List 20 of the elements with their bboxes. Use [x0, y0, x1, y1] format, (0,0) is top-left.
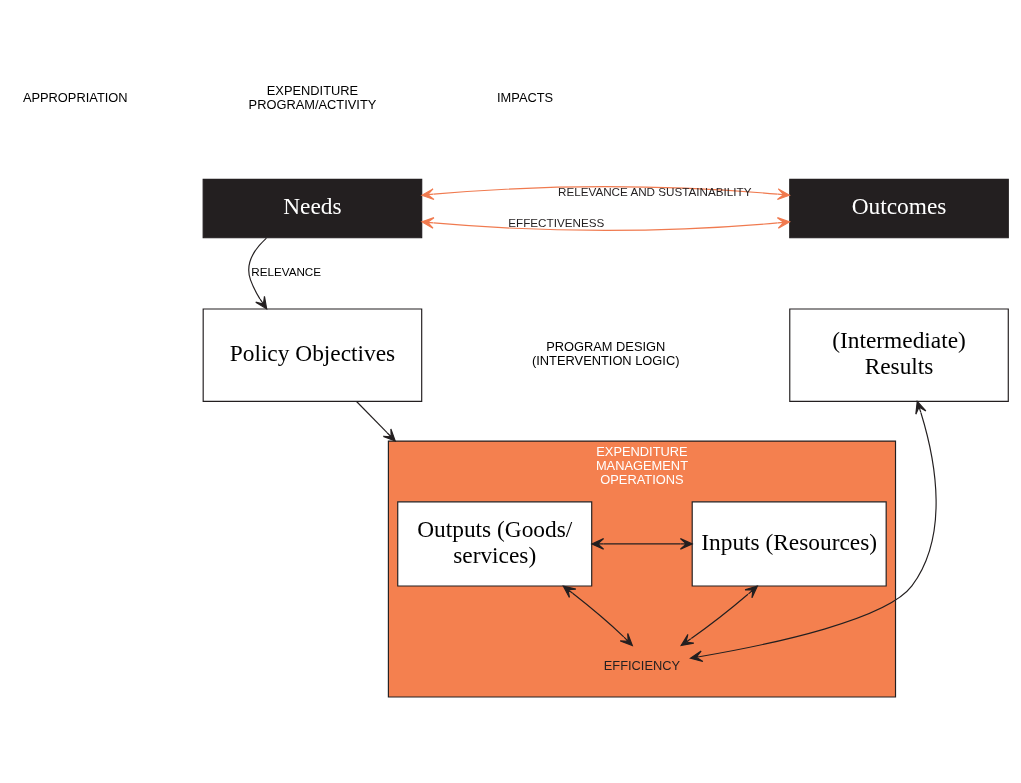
- node-box: Needs: [202, 178, 423, 238]
- label: APPROPRIATION: [22, 89, 128, 105]
- label: PROGRAM DESIGN (INTERVENTION LOGIC): [531, 338, 680, 368]
- arrow: [248, 236, 268, 309]
- node-box: Outcomes: [789, 178, 1009, 238]
- label: EXPENDITURE PROGRAM/ACTIVITY: [248, 82, 377, 112]
- node-text: EFFICIENCY: [603, 657, 681, 673]
- arrow: [591, 537, 693, 550]
- node-box: (Intermediate) Results: [789, 307, 1009, 402]
- arrow: [355, 400, 396, 442]
- arrow: [680, 585, 758, 646]
- edge-label: EFFECTIVENESS: [508, 215, 605, 229]
- arrow: [689, 400, 937, 662]
- arrow: [421, 216, 791, 231]
- arrow: [562, 585, 633, 646]
- label: IMPACTS: [497, 89, 554, 105]
- edge-label: RELEVANCE: [251, 264, 322, 278]
- node-box: Policy Objectives: [202, 307, 423, 402]
- node-box: Outputs (Goods/ services): [397, 500, 593, 587]
- node-box: Inputs (Resources): [691, 500, 887, 587]
